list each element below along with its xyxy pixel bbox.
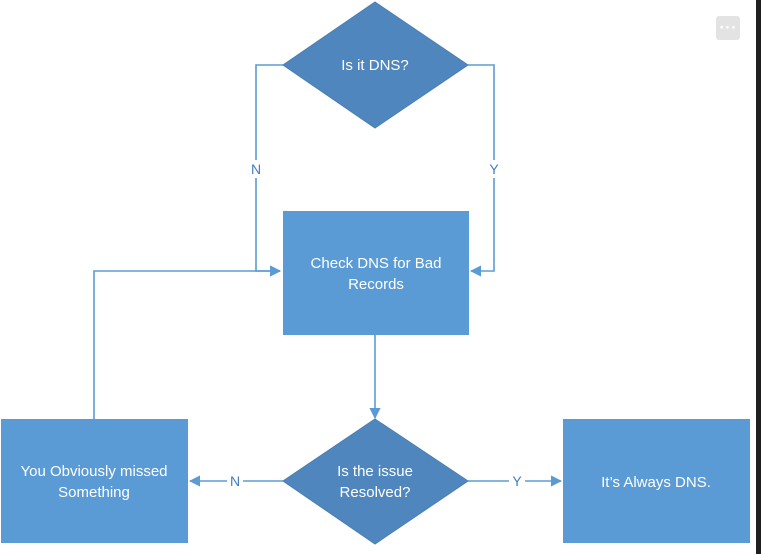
process-check-dns-shape bbox=[283, 211, 469, 335]
decision-is-it-dns-shape bbox=[282, 1, 469, 129]
decision-is-it-dns-label: Is it DNS? bbox=[341, 57, 409, 74]
process-always-dns-shape bbox=[563, 419, 750, 543]
nodes: Is it DNS? Check DNS for Bad Records Is … bbox=[1, 1, 750, 545]
process-missed-something-label-line1: You Obviously missed bbox=[20, 463, 167, 480]
edge-labels: N Y N Y bbox=[227, 160, 525, 490]
process-check-dns[interactable]: Check DNS for Bad Records bbox=[283, 211, 469, 335]
decision-resolved-label-line2: Resolved? bbox=[340, 484, 411, 501]
decision-resolved-shape bbox=[282, 418, 469, 545]
decision-is-it-dns[interactable]: Is it DNS? bbox=[282, 1, 469, 129]
process-always-dns-label: It’s Always DNS. bbox=[601, 474, 711, 491]
process-always-dns[interactable]: It’s Always DNS. bbox=[563, 419, 750, 543]
process-check-dns-label-line1: Check DNS for Bad bbox=[311, 255, 442, 272]
edge-missed-loopback bbox=[93, 265, 282, 419]
more-horizontal-icon: ··· bbox=[719, 20, 737, 36]
process-missed-something[interactable]: You Obviously missed Something bbox=[1, 419, 188, 543]
process-check-dns-label-line2: Records bbox=[348, 276, 404, 293]
edge-label-dns-yes: Y bbox=[489, 161, 499, 177]
edge-label-resolved-no: N bbox=[230, 473, 240, 489]
more-options-button[interactable]: ··· bbox=[716, 16, 740, 40]
window-right-border bbox=[756, 0, 761, 554]
process-missed-something-shape bbox=[1, 419, 188, 543]
decision-resolved[interactable]: Is the issue Resolved? bbox=[282, 418, 469, 545]
edge-label-dns-no: N bbox=[251, 161, 261, 177]
process-missed-something-label-line2: Something bbox=[58, 484, 130, 501]
decision-resolved-label-line1: Is the issue bbox=[337, 463, 413, 480]
edge-label-resolved-yes: Y bbox=[512, 473, 522, 489]
